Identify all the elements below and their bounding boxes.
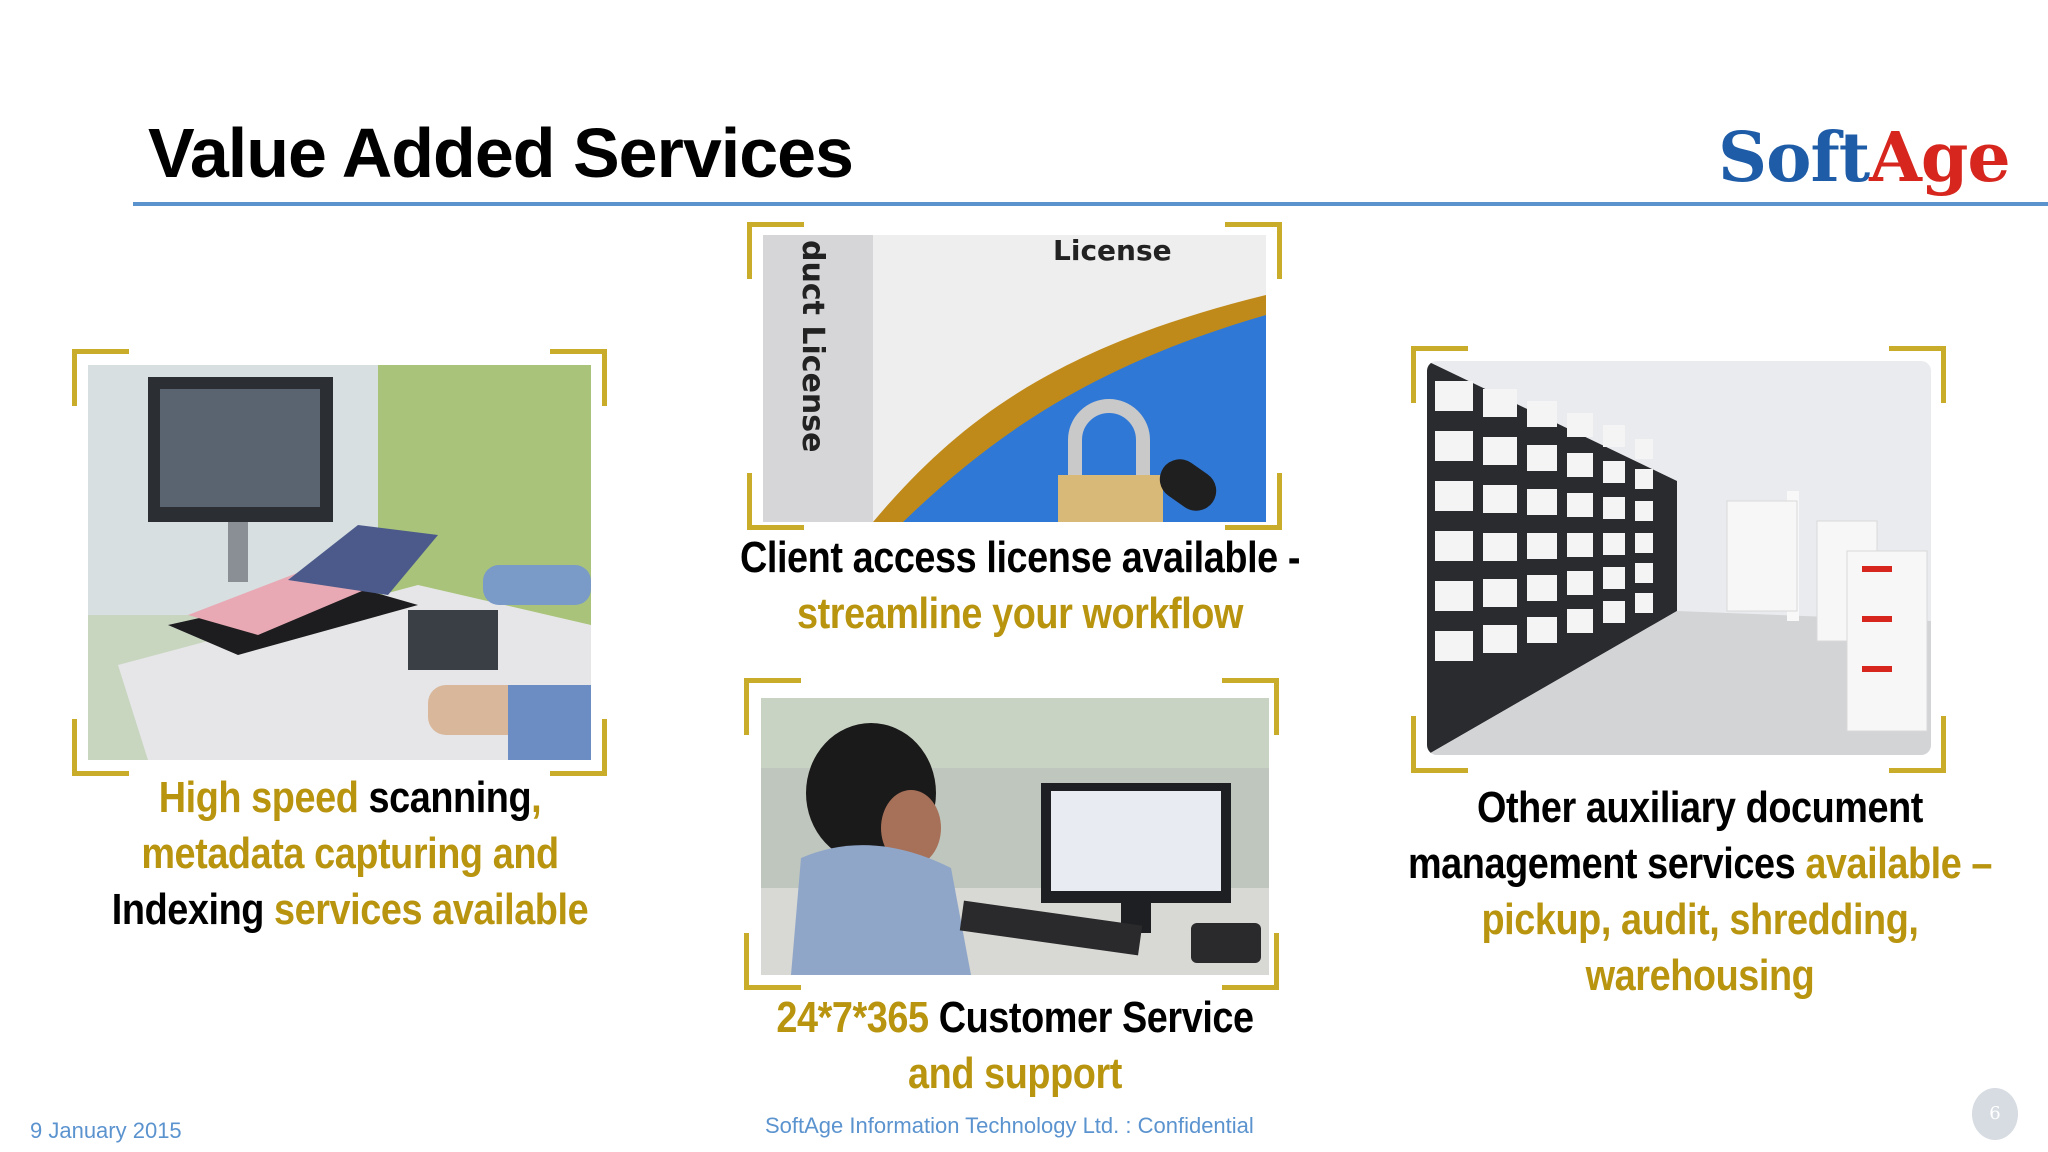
footer-date: 9 January 2015 (30, 1118, 182, 1143)
scanning-image-frame (72, 349, 607, 776)
title-divider (133, 202, 2048, 206)
document-warehouse-photo-icon (1427, 361, 1931, 755)
svg-text:License: License (1053, 235, 1172, 267)
slide-title: Value Added Services (148, 114, 854, 192)
call-center-agent-photo-icon (761, 698, 1269, 975)
auxiliary-caption: Other auxiliary document management serv… (1407, 783, 1993, 1000)
license-box-padlock-photo-icon: License duct License (763, 235, 1266, 522)
license-caption: Client access license available - stream… (739, 533, 1301, 638)
scanning-caption: High speed scanning, metadata capturing … (111, 773, 589, 934)
softage-logo: SoftAge (1718, 118, 2011, 198)
support-image-frame (744, 678, 1279, 990)
svg-text:duct License: duct License (795, 240, 830, 453)
page-number-badge: 6 (1972, 1088, 2018, 1140)
book-scanner-photo-icon (88, 365, 591, 760)
license-image-frame: License duct License (747, 222, 1282, 530)
footer-company: SoftAge Information Technology Ltd. : Co… (765, 1113, 1254, 1138)
auxiliary-image-frame (1411, 346, 1946, 773)
support-caption: 24*7*365 Customer Service and support (776, 993, 1254, 1098)
